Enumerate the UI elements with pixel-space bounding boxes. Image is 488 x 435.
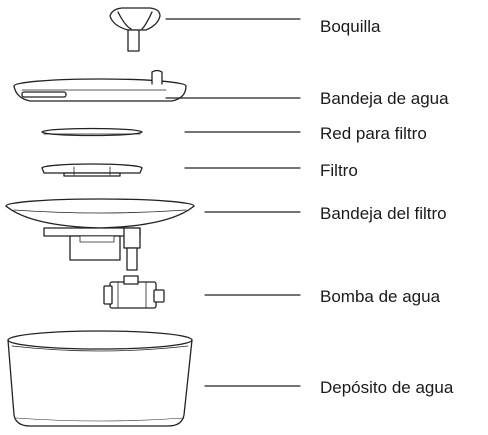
nozzle-part [109, 7, 161, 52]
leader-lines [165, 18, 301, 387]
reservoir-part [7, 330, 193, 427]
label-nozzle: Boquilla [320, 17, 381, 36]
filter-part [41, 163, 143, 177]
filter-tray-part [5, 198, 195, 271]
filter-net-part [41, 127, 143, 137]
water-tray-part [13, 69, 187, 102]
label-filter-tray: Bandeja del filtro [320, 204, 447, 223]
label-filter: Filtro [320, 161, 358, 180]
pump-part [103, 275, 165, 309]
label-filter-net: Red para filtro [320, 124, 427, 143]
label-reservoir: Depósito de agua [320, 378, 454, 397]
label-pump: Bomba de agua [320, 287, 441, 306]
label-water-tray: Bandeja de agua [320, 89, 449, 108]
